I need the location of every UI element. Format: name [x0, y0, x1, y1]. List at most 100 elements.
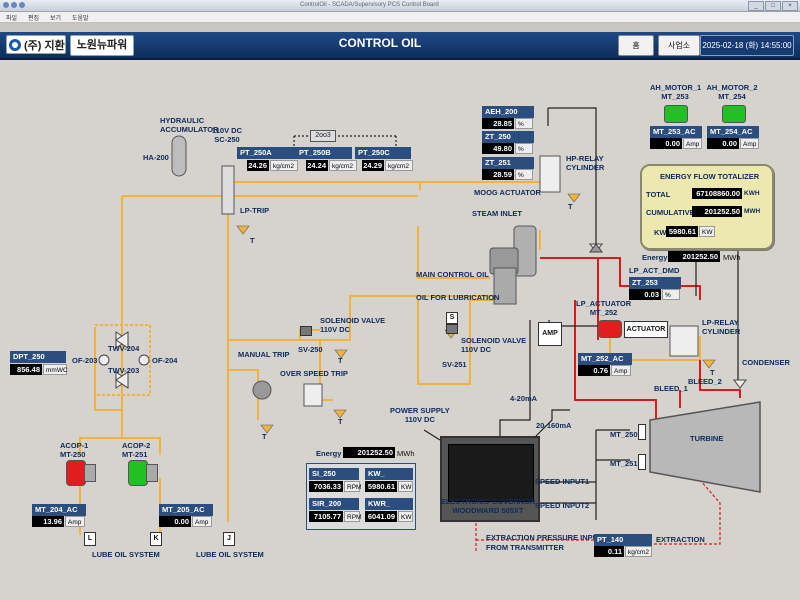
- aeh200-unit: %: [515, 118, 533, 129]
- energy-top-unit: MWh: [723, 253, 741, 262]
- mt254-unit: Amp: [740, 138, 759, 149]
- zt250-unit: %: [515, 143, 533, 154]
- lp-relay-cylinder-shape: [669, 325, 699, 357]
- mt252-motor-icon[interactable]: [598, 320, 622, 338]
- turbine-shape: [649, 401, 761, 493]
- acop1-label: ACOP-1 MT-250: [60, 441, 89, 459]
- sv250-label: SV-250: [298, 345, 323, 354]
- back-icon[interactable]: [11, 2, 17, 8]
- manual-trip-shape: [252, 380, 272, 400]
- pt250c-unit: kg/cm2: [385, 160, 413, 171]
- condenser-label: CONDENSER: [742, 358, 790, 367]
- bleed2-label: BLEED_2: [688, 377, 722, 386]
- hp-relay-label: HP-RELAY CYLINDER: [566, 154, 605, 172]
- site-button[interactable]: 사업소: [658, 35, 700, 56]
- pt250b-unit: kg/cm2: [329, 160, 357, 171]
- ah-motor2-icon[interactable]: [722, 105, 746, 123]
- si250-value: 7036.33: [309, 481, 343, 492]
- cumulative-value: 201252.50: [692, 206, 742, 217]
- kw-label: KW: [654, 228, 667, 237]
- plant-logo: 노원뉴파워: [70, 35, 134, 56]
- solenoid-valve-1-label: SOLENOID VALVE 110V DC: [320, 316, 386, 334]
- pt250a-tag: PT_250A: [237, 147, 299, 159]
- cumulative-label: CUMULATIVE: [646, 208, 695, 217]
- energy-mid-unit: MWh: [397, 449, 415, 458]
- k-box: K: [150, 532, 162, 546]
- lp-relay-label: LP-RELAY CYLINDER: [702, 318, 741, 336]
- mt253-tag: MT_253_AC: [650, 126, 702, 138]
- sir200-value: 7105.77: [309, 511, 343, 522]
- company-logo: (주) 지환: [6, 35, 66, 54]
- minimize-button[interactable]: _: [748, 1, 764, 11]
- zt253-unit: %: [662, 289, 680, 300]
- menu-view[interactable]: 보기: [50, 16, 62, 22]
- manual-trip-t-label: T: [262, 432, 267, 441]
- pt250b-tag: PT_250B: [296, 147, 352, 159]
- home-button[interactable]: 홈: [618, 35, 654, 56]
- main-control-line: [417, 226, 490, 279]
- zt253-tag: ZT_253: [629, 277, 681, 289]
- total-value: 67108860.00: [692, 188, 742, 199]
- toolbar-strip: [0, 23, 800, 32]
- kwr-unit: KW: [398, 511, 413, 522]
- solenoid-valve-2-label: SOLENOID VALVE 110V DC: [461, 336, 527, 354]
- logo-text: (주) 지환: [24, 39, 65, 52]
- pt140-tag: PT_140: [594, 534, 652, 546]
- manual-trip-label: MANUAL TRIP: [238, 350, 290, 359]
- twv203-label: TWV-203: [108, 366, 140, 375]
- acop2-motor-body: [146, 464, 158, 482]
- extraction-pressure-label: EXTRACTION PRESSURE INPUT FROM TRANSMITT…: [486, 533, 603, 552]
- two-oo-three-box: 2oo3: [310, 130, 336, 142]
- actuator-box: ACTUATOR: [624, 321, 668, 338]
- dpt250-tag: DPT_250: [10, 351, 66, 363]
- menubar: 파일 편집 보기 도움말: [0, 12, 800, 23]
- maximize-button[interactable]: □: [765, 1, 781, 11]
- si250-unit: RPM: [344, 481, 361, 492]
- sv251-valve-icon: [446, 324, 458, 334]
- oil-lube-block: [493, 267, 517, 305]
- menu-edit[interactable]: 편집: [28, 16, 40, 22]
- over-speed-trip-label: OVER SPEED TRIP: [280, 369, 348, 378]
- oil-for-lubrication-label: OIL FOR LUBRICATION: [416, 293, 500, 302]
- pt250c-value: 24.29: [362, 160, 384, 171]
- acop2-label: ACOP-2 MT-251: [122, 441, 151, 459]
- mt250-sensor-icon: [638, 424, 646, 440]
- hp-relay-cylinder-shape: [539, 155, 561, 193]
- totalizer-kw-unit: KW: [699, 226, 715, 237]
- mt204-value: 13.96: [32, 516, 64, 527]
- mt252-tag: MT_252_AC: [578, 353, 632, 365]
- mt251-sensor-icon: [638, 454, 646, 470]
- over-speed-trip-t-label: T: [338, 417, 343, 426]
- acop1-pump-icon[interactable]: [66, 460, 86, 486]
- close-button[interactable]: ×: [782, 1, 798, 11]
- acop2-pump-icon[interactable]: [128, 460, 148, 486]
- total-label: TOTAL: [646, 190, 671, 199]
- zt251-tag: ZT_251: [482, 157, 534, 169]
- electronic-governor-box[interactable]: [440, 436, 540, 522]
- sc250-label: 110V DC SC-250: [212, 126, 243, 144]
- ah-motor1-icon[interactable]: [664, 105, 688, 123]
- sv250-t-label: T: [338, 356, 343, 365]
- menu-help[interactable]: 도움말: [72, 16, 89, 22]
- totalizer-kw-value: 5980.61: [666, 226, 698, 237]
- power-supply-label: POWER SUPPLY 110V DC: [390, 406, 450, 424]
- totalizer-title: ENERGY FLOW TOTALIZER: [660, 172, 760, 181]
- kwr-value: 6041.09: [365, 511, 397, 522]
- mt252-value: 0.76: [578, 365, 610, 376]
- mt250-label: MT_250: [610, 430, 638, 439]
- window-icons[interactable]: [3, 2, 25, 8]
- mt204-unit: Amp: [65, 516, 85, 527]
- aeh200-value: 28.85: [482, 118, 514, 129]
- mt254-value: 0.00: [707, 138, 739, 149]
- forward-icon[interactable]: [19, 2, 25, 8]
- amp-box: AMP: [538, 322, 562, 346]
- pt250a-value: 24.26: [247, 160, 269, 171]
- mt204-tag: MT_204_AC: [32, 504, 86, 516]
- menu-file[interactable]: 파일: [6, 16, 18, 22]
- aeh200-tag: AEH_200: [482, 106, 534, 118]
- window-titlebar: ControlOil - SCADA/Supervisory PCS Contr…: [0, 0, 800, 12]
- lp-actuator-label: LP_ACTUATOR MT_252: [576, 299, 632, 317]
- hydraulic-accumulator-label: HYDRAULIC ACCUMULATOR: [160, 116, 219, 134]
- moog-actuator-label: MOOG ACTUATOR: [474, 188, 541, 197]
- app-icon: [3, 2, 9, 8]
